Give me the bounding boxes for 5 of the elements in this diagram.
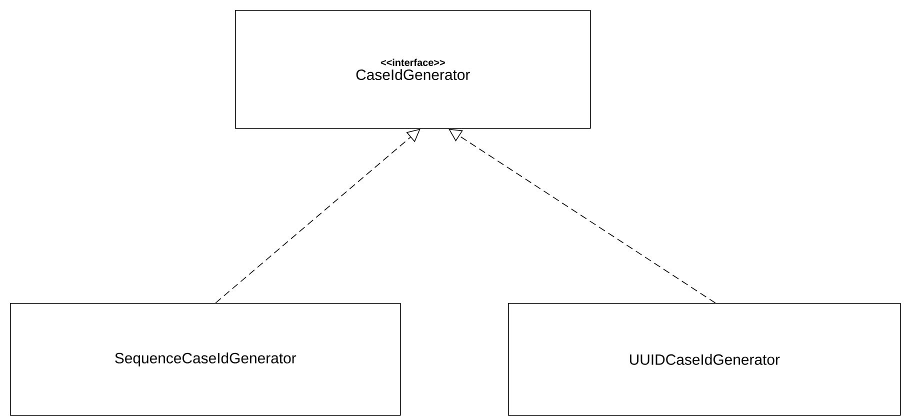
realization-arrow xyxy=(215,128,420,304)
class-box: UUIDCaseIdGenerator xyxy=(508,303,901,416)
class-box: SequenceCaseIdGenerator xyxy=(10,303,401,416)
interface-box: <<interface>> CaseIdGenerator xyxy=(235,10,591,129)
realization-arrow xyxy=(448,128,716,304)
